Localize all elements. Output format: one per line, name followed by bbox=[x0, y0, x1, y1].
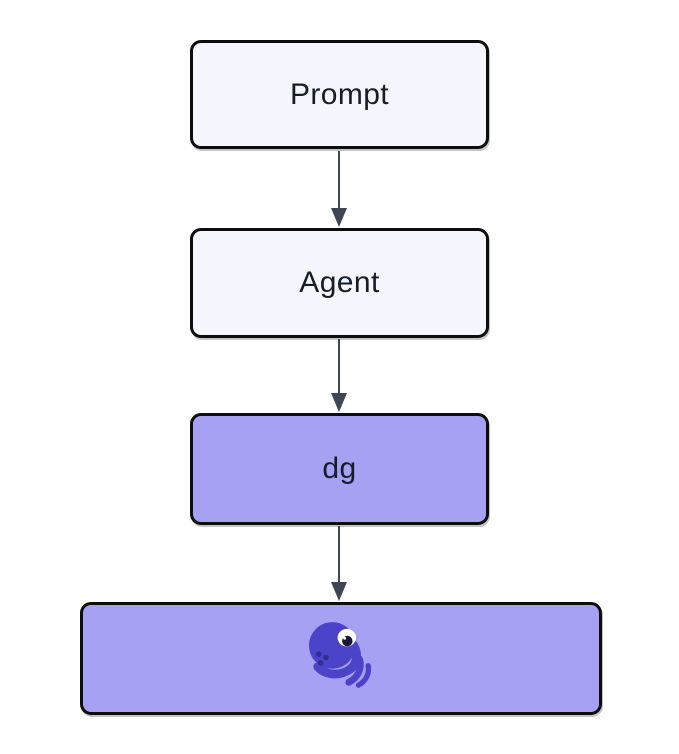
edge-agent-to-dg bbox=[331, 339, 347, 412]
octopus-spot bbox=[317, 659, 324, 666]
node-agent: Agent bbox=[190, 228, 489, 338]
edge-line bbox=[337, 526, 341, 582]
node-agent-label: Agent bbox=[299, 266, 380, 299]
node-octopus bbox=[80, 602, 602, 715]
node-prompt: Prompt bbox=[190, 40, 489, 149]
edge-dg-to-octopus bbox=[331, 526, 347, 601]
octopus-tentacle bbox=[345, 655, 364, 686]
octopus-icon bbox=[308, 620, 374, 698]
arrowhead-icon bbox=[331, 208, 347, 227]
octopus-spot bbox=[315, 650, 322, 657]
node-prompt-label: Prompt bbox=[289, 77, 390, 111]
octopus-eye-glint bbox=[343, 636, 347, 640]
octopus-spot bbox=[323, 654, 329, 660]
octopus-tentacle bbox=[355, 662, 372, 688]
octopus-tentacle bbox=[313, 636, 361, 678]
edge-line bbox=[337, 151, 341, 208]
arrowhead-icon bbox=[331, 393, 347, 412]
edge-line bbox=[337, 339, 341, 393]
node-dg-label: dg bbox=[322, 452, 357, 485]
arrowhead-icon bbox=[331, 582, 347, 601]
node-dg: dg bbox=[190, 413, 489, 525]
edge-prompt-to-agent bbox=[331, 151, 347, 227]
